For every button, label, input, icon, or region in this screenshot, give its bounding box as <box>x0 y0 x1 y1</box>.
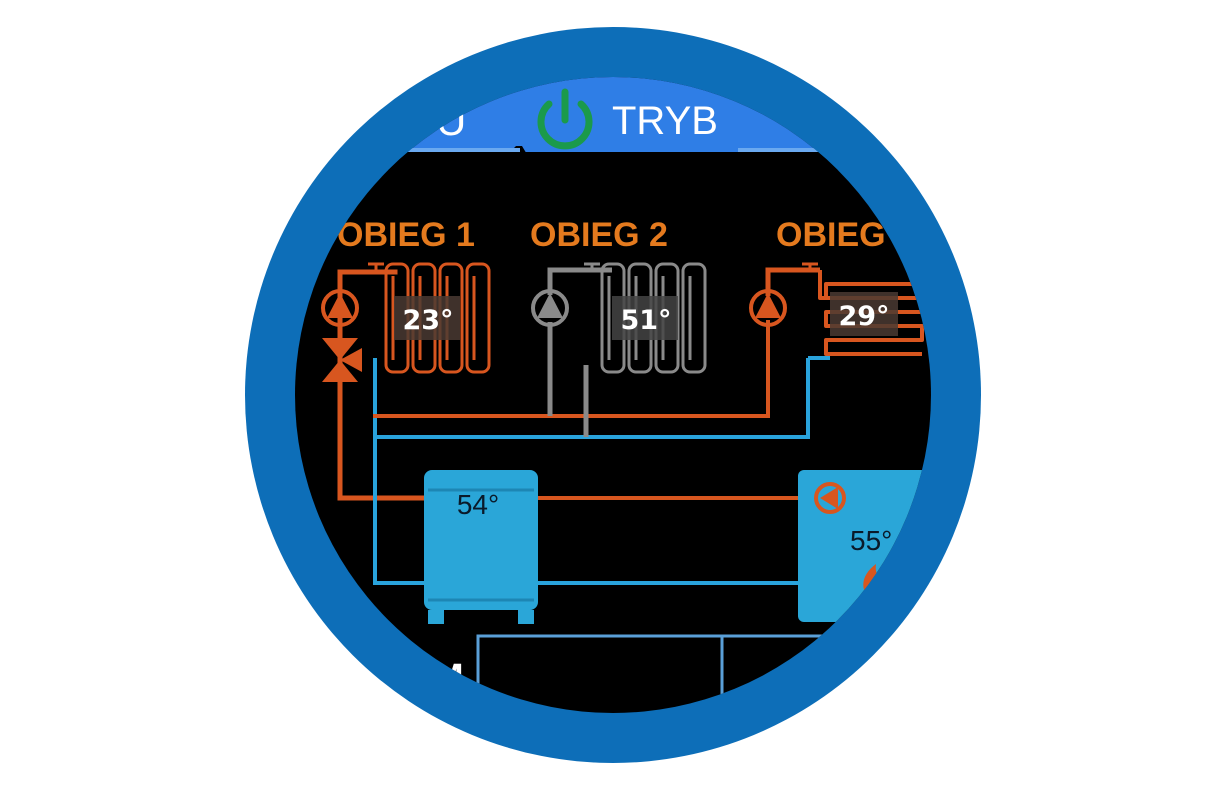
circuit-3-pipes <box>765 267 830 437</box>
boiler-pump-icon <box>814 482 846 514</box>
circuit-2-valve-top-icon <box>584 262 600 272</box>
boiler-temperature: 55° <box>850 525 892 556</box>
circuit-1-mixing-valve-icon[interactable] <box>322 338 362 382</box>
tank-boiler-pipes <box>536 496 800 585</box>
circuit-3-pump-icon[interactable] <box>749 289 787 327</box>
tab-tryb[interactable]: TRYB <box>537 88 718 150</box>
tab-tryb-label: TRYB <box>612 99 718 143</box>
buffer-tank-temperature: 54° <box>457 489 499 520</box>
circuit-1-pump-icon[interactable] <box>321 289 359 327</box>
circuit-2-pump-icon[interactable] <box>531 289 569 327</box>
circuit-3-valve-top-icon <box>802 262 818 272</box>
circuit-2-temp-backdrop <box>612 296 678 340</box>
circuit-3-temperature: 29° <box>838 301 889 332</box>
circuit-1-temperature: 23° <box>402 305 453 336</box>
circuit-1-title: OBIEG 1 <box>337 216 475 254</box>
buffer-tank-icon[interactable] <box>424 470 538 624</box>
circuit-3-title: OBIEG <box>776 216 886 254</box>
circuit-1-temp-backdrop <box>394 296 460 340</box>
circuit-1-valve-top-icon <box>368 262 384 272</box>
power-icon <box>537 88 593 150</box>
circuit-3-temp-backdrop <box>830 292 898 336</box>
circuit-2-title: OBIEG 2 <box>530 216 668 254</box>
circuit-2-temperature: 51° <box>620 305 671 336</box>
